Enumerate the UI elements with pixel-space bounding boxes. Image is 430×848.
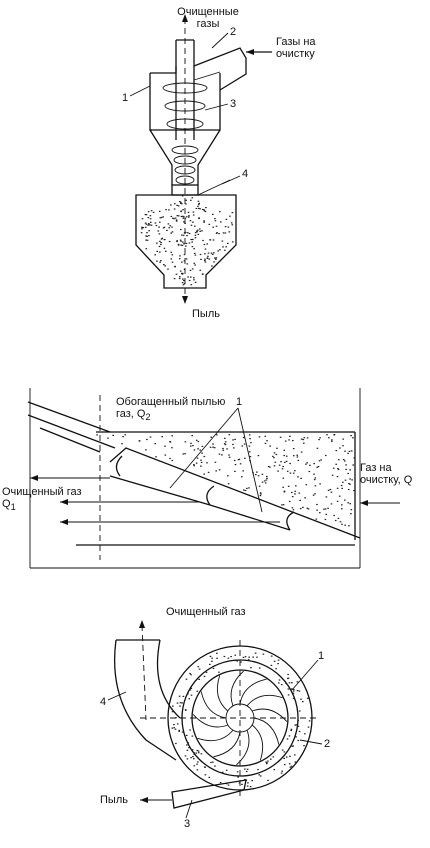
impeller-blade [200, 691, 227, 719]
impeller-blade [197, 729, 234, 742]
impeller-blade [192, 714, 229, 728]
inlet-gas-label: Газы на очистку [276, 36, 316, 60]
clean-gas-q1-sub: 1 [10, 502, 16, 513]
dusty-gas-text: Обогащенный пылью газ, Q [116, 396, 226, 420]
impeller-blade [213, 731, 241, 758]
impeller-blade [251, 708, 288, 722]
cyclone-number-4: 4 [242, 168, 249, 180]
impeller-blade [236, 729, 250, 766]
clean-gas-q1-text: Очищенный газ Q [2, 486, 82, 510]
louvre-number-1: 1 [236, 396, 243, 408]
rotor-dust-label: Пыль [100, 794, 128, 806]
clean-gas-label: Очищенные газы [176, 6, 240, 30]
rotor-number-4: 4 [100, 696, 107, 708]
rotor-number-1: 1 [318, 650, 325, 662]
impeller-blade [230, 670, 244, 707]
impeller-blade [253, 717, 280, 745]
cyclone-number-1: 1 [122, 92, 129, 104]
cyclone-number-3: 3 [230, 98, 237, 110]
impeller-blade [246, 694, 283, 707]
impeller-blade [251, 724, 264, 761]
clean-gas-q1-label: Очищенный газ Q1 [2, 486, 92, 513]
rotor-number-2: 2 [324, 738, 331, 750]
cyclone-number-2: 2 [230, 26, 237, 38]
dusty-gas-sub: 2 [145, 412, 151, 423]
rotor-number-3: 3 [184, 818, 191, 830]
impeller-blade [239, 678, 267, 705]
dust-outlet-label: Пыль [192, 308, 220, 320]
dusty-gas-label: Обогащенный пылью газ, Q2 [116, 396, 226, 423]
gas-inlet-q-label: Газ на очистку, Q [360, 462, 413, 486]
rotor-clean-gas-label: Очищенный газ [166, 606, 246, 618]
clean-gas-text: Очищенные газы [177, 6, 239, 30]
impeller-blade [216, 675, 229, 712]
